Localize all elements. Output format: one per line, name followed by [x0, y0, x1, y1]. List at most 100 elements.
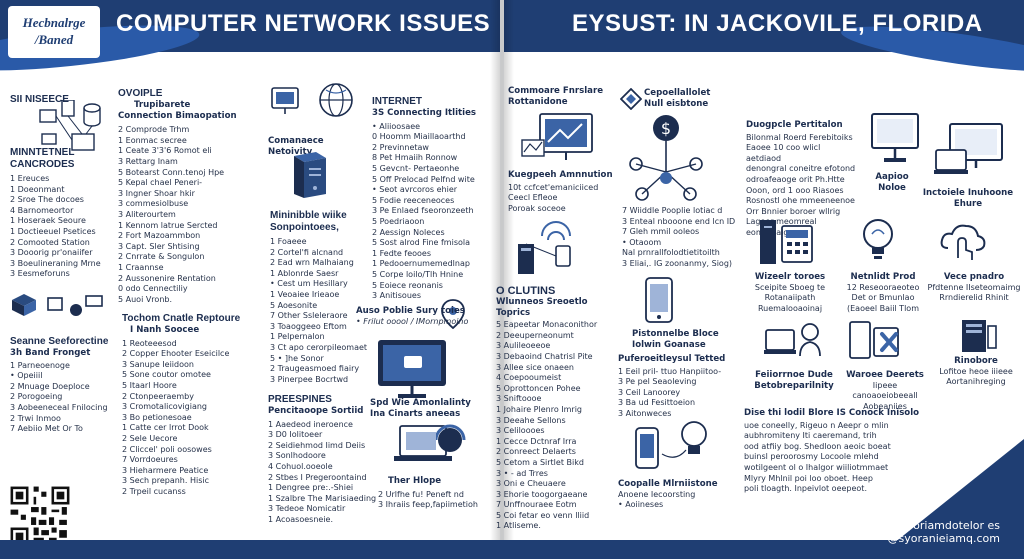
contact-body: uoe coneelly, Rigeuo n Aeepr o mlin aubh…	[744, 421, 940, 495]
list-item: 2 Ead wrn Malhaiang	[270, 258, 354, 268]
list-item: 1 Ablonrde Saesr	[270, 268, 339, 278]
network-prod-block: Netnlidt Prod 12 Reseooraeoteo Det or Bm…	[838, 272, 928, 314]
router-devices-icon	[518, 221, 571, 274]
list-item: 2 Mnuage Doeploce	[10, 381, 90, 391]
body-line: Ruemalooaoinaj	[757, 303, 823, 313]
section-internet-subtitle: 3S Connecting Itlities	[372, 108, 477, 118]
list-item: Poroak soceoe	[508, 203, 566, 213]
list-item: 2 Comprode Trhm	[118, 125, 190, 135]
router-calculator-icon	[760, 220, 813, 264]
list-item: 1 Parneoenoge	[10, 360, 70, 370]
list-item: 5 Eapeetar Monaconithor	[496, 320, 598, 330]
voice-plan-block: Vece pnadro Pfdtenne IIseteomaimg Rrndie…	[926, 272, 1022, 304]
list-item: 3 Dooorig pr'onaiifer	[10, 248, 93, 258]
wireless-detects-block: Waroee Deerets Iipeee canoaoeiobeeall Ao…	[840, 370, 930, 412]
section-computer-maintenance: Coopalle Mlrniistone Anoene Iecoorsting …	[618, 479, 742, 511]
laptop-label-block: Inctoiele Inuhoone Ehure	[918, 188, 1018, 209]
list-item: 3 Boeulineraning Mrne	[10, 258, 101, 268]
internet-list: • Aliioosaee 0 Hoomm Miaillaoarthd 2 Pre…	[372, 122, 490, 302]
section-connection-heading: Connection Bimaopation	[118, 110, 237, 121]
body-line: Betobreparilnity	[754, 380, 834, 391]
list-item: 2 Trwi Inmoo	[10, 413, 61, 423]
list-item: 8 Pet Hmaiih Ronnow	[372, 153, 458, 163]
list-item: 3 Bo petionesoae	[122, 412, 192, 422]
list-item: 1 Craannse	[118, 262, 164, 272]
secure-service-list: 1 Parneoenoge • Opeiiil 2 Mnuage Doeploc…	[10, 361, 122, 435]
list-item: 2 Aussonenire Rentation	[118, 273, 216, 283]
server-rack-icon	[962, 320, 997, 352]
performance-list: 1 Eeil pril- ttuo Hanpiitoo- 3 Pe pel Se…	[618, 367, 742, 420]
section-connectivity-title-block: Comanaece Netoivity	[268, 136, 364, 157]
list-item: 3 Ct apo cerorpileomaet	[270, 342, 368, 352]
section-connection-title: OVOIPLE	[118, 88, 163, 99]
section-performance-testing: Puferoeitleysul Tetted 1 Eeil pril- ttuo…	[618, 354, 742, 420]
section-speed-title: Spd Wie Amonlalinty	[370, 398, 471, 408]
section-public-surveys: Auso Poblie Sury toies • Frilut ooool / …	[356, 306, 488, 327]
list-item: 3 Deeahe Sellons	[496, 415, 566, 425]
technical-support-list: 1 Reoteeesod 2 Copper Ehooter Eseicilce …	[122, 339, 244, 498]
laptop-user-icon	[764, 323, 821, 357]
section-solutions-subtitle: Wlunneos Sreoetlo Toprics	[496, 297, 588, 318]
list-item: 3 Sonlhodoore	[268, 451, 326, 461]
list-item: 5 Gevcnt- Pertaeonhe	[372, 163, 460, 173]
list-item: 3 Pinerpee Bocrtwd	[270, 374, 349, 384]
location-pin-icon	[441, 299, 465, 330]
list-item: 3 Pe Enlaed fseoronzeeth	[372, 206, 474, 216]
wireless-routers-title: Wizeelr toroes	[754, 272, 826, 282]
section-connectivity-title: Comanaece Netoivity	[268, 136, 324, 157]
list-item: 3 Capt. Sler Shtising	[118, 241, 200, 251]
body-line: Det or Bmunlao	[851, 293, 915, 303]
list-item: 3 Aitonweces	[618, 408, 672, 418]
list-item: 1 Acoasoesneie.	[268, 514, 333, 524]
section-the-hope: Ther Hlope 2 Urlfhe fu! Peneft nd 3 Ihra…	[378, 476, 496, 511]
list-item: 2 Previnnetaw	[372, 142, 429, 152]
body-line: Iipeee canoaoeiobeeall	[852, 380, 918, 401]
list-item: 2 Fort Mazoammbon	[118, 231, 201, 241]
list-item: 3 Pe pel Seaoleving	[618, 377, 697, 387]
list-item: 3 Ceil Lanoorey	[618, 387, 681, 397]
footer-website[interactable]: Wmyoriamdotelor es	[885, 519, 1000, 532]
section-corporate-subtitle: Null eisbtone	[644, 98, 709, 109]
list-item: 5 Corpe loilo/Tlh Hnine	[372, 269, 464, 279]
list-item: 5 Kepal chael Peneri-	[118, 178, 203, 188]
hardware-block: Rinobore Lofitoe heoe iiieee Aortanihreg…	[930, 356, 1022, 388]
section-technical-support: Tochom Cnatle Reptoure I Nanh Soocee 1 R…	[122, 313, 244, 498]
wireless-routers-block: Wizeelr toroes Sceipite Sboeg te Rotanai…	[742, 272, 838, 314]
body-line: ood atfiiy bog. Shedloon aeoic boeat	[744, 441, 891, 451]
section-prevention-title: PREESPINES	[268, 394, 332, 405]
list-item: 7 Other Ssleleraore	[270, 311, 348, 321]
list-item: 1 Pedooernumemedlnap	[372, 259, 470, 269]
list-item: • Opeiiil	[10, 371, 43, 381]
list-item: 3 Eliai,. IG zoonanmy, Siog)	[622, 258, 733, 268]
list-item: 2 Cortel'fi alcnand	[270, 247, 344, 257]
list-item: 5 Botearst Conn.tenoj Hpe	[118, 167, 225, 177]
section-technical-support-title: Tochom Cnatle Reptoure	[122, 313, 241, 324]
section-network-service: SII NISEECE	[10, 94, 69, 106]
list-item: 1 Cecce Dctnraf Irra	[496, 436, 577, 446]
body-line: Sceipite Sboeg te	[754, 282, 826, 292]
list-item: 3 Tedeoe Nomicatir	[268, 504, 346, 514]
section-phone-block: Pistonnelbe Bloce Iolwin Goanase	[632, 329, 732, 350]
right-page	[504, 0, 1024, 559]
list-item: 3 Rettarg Inam	[118, 156, 178, 166]
body-line: Aobeaniies	[863, 401, 907, 411]
list-item: 1 Pelpernalon	[270, 332, 325, 342]
list-item: 1 Ereuces	[10, 174, 50, 183]
section-connection-subtitle: Trupibarete	[134, 100, 191, 110]
list-item: 1 Eonmac secree	[118, 135, 187, 145]
prevention-list: 1 Aaedeod ineroence 3 D0 Iolitoeer 2 Sei…	[268, 420, 378, 526]
left-banner-title: COMPUTER NETWORK ISSUES	[116, 10, 491, 37]
monitor-label: Aapioo Noloe	[875, 172, 909, 193]
section-minimize-subtitle: Sonpointoees,	[270, 222, 339, 233]
body-line: Aortanihreging	[946, 377, 1006, 387]
list-item: 1 Fedte feooes	[372, 248, 432, 258]
body-line: denongral coneitre efotond	[746, 164, 856, 174]
section-computer-firmware: Commoare Fnrslare Rottanidone	[508, 86, 608, 107]
cloud-hand-icon	[940, 224, 986, 260]
section-firmware-title: Commoare Fnrslare	[508, 86, 604, 96]
list-item: 3 Ehorie toogorgaeane	[496, 489, 588, 499]
list-item: 1 Hoseraek Seoure	[10, 216, 86, 226]
list-item: 5 Sost alrod Fine fmisola	[372, 238, 471, 248]
footer-email[interactable]: @syoranieiamq.com	[887, 532, 1000, 545]
